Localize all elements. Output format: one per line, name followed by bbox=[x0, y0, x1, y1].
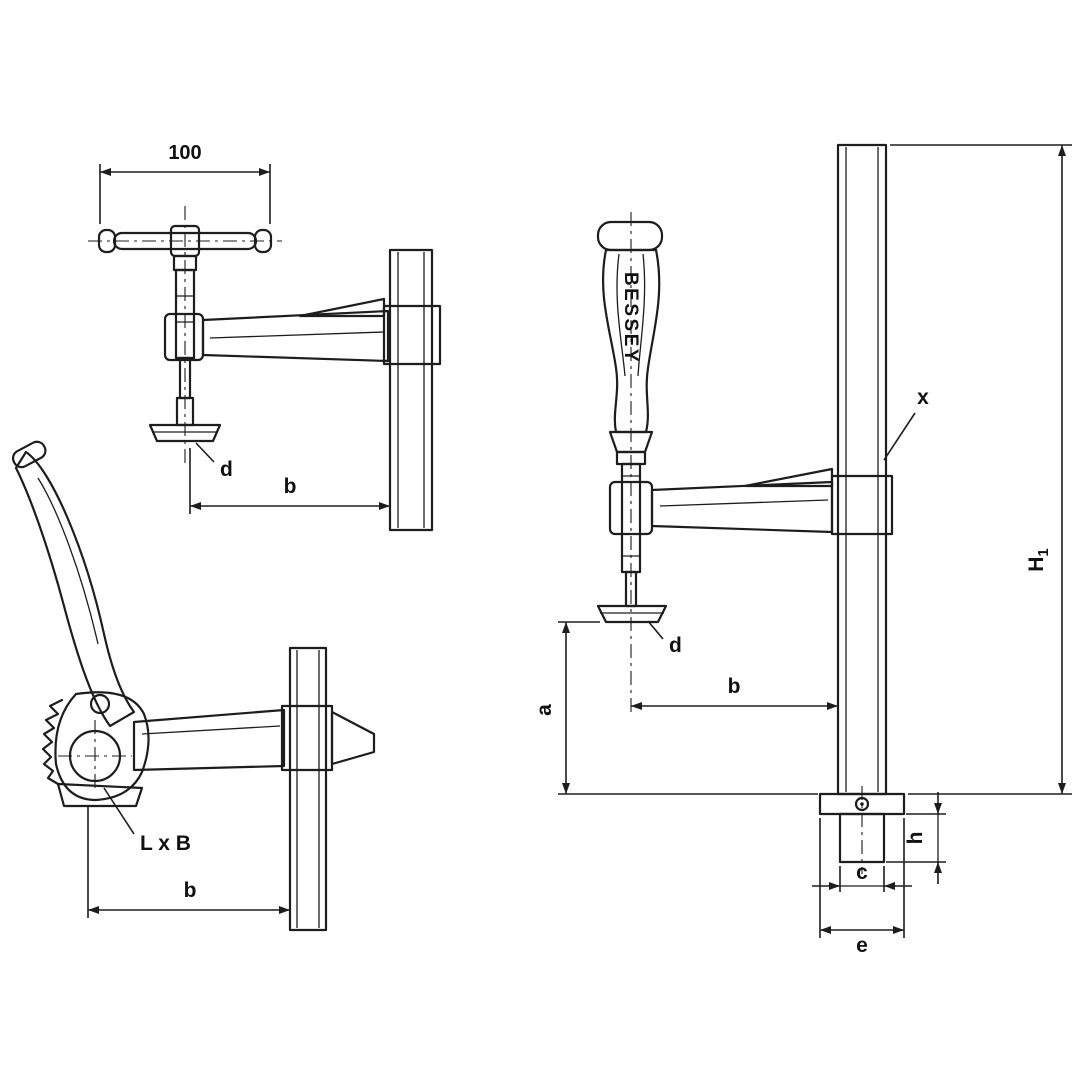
serrated-cam bbox=[41, 698, 64, 786]
lever-handle bbox=[14, 450, 136, 728]
pad-label-d-main: d bbox=[669, 634, 682, 657]
view-lever-clamp: L x B b bbox=[11, 440, 376, 932]
pad-label-d-top: d bbox=[220, 458, 233, 481]
rail-profile bbox=[288, 646, 328, 932]
dim-label-h: h bbox=[904, 832, 927, 845]
pressure-pad bbox=[596, 604, 668, 624]
pressure-pad bbox=[148, 423, 222, 443]
foot-screw-center bbox=[860, 802, 864, 806]
rail-profile bbox=[388, 248, 434, 532]
leader-line bbox=[883, 412, 916, 461]
label-lxb: L x B bbox=[140, 832, 191, 855]
dim-label-a: a bbox=[533, 704, 556, 716]
sliding-arm bbox=[201, 309, 390, 363]
dim-label-b-main: b bbox=[728, 675, 741, 698]
rail-profile bbox=[836, 143, 888, 796]
handle-cap bbox=[596, 220, 664, 252]
dim-label-b-lever: b bbox=[184, 879, 197, 902]
leader-line bbox=[103, 787, 135, 835]
view-main-clamp: BESSEY d x H1 a b bbox=[533, 143, 1072, 957]
t-handle-cap-left bbox=[97, 228, 117, 254]
lever-cap bbox=[11, 440, 47, 469]
label-x: x bbox=[917, 386, 929, 409]
dim-label-e: e bbox=[856, 934, 868, 957]
leader-line bbox=[195, 442, 215, 463]
arm-boss bbox=[163, 312, 205, 362]
dim-label-h1: H1 bbox=[1025, 548, 1052, 572]
dim-label-c: c bbox=[856, 861, 868, 884]
dim-label-b-top: b bbox=[284, 475, 297, 498]
pivot-plate bbox=[54, 691, 150, 802]
arm-wedge bbox=[330, 710, 376, 766]
view-t-handle-clamp: 100 d b bbox=[88, 142, 442, 532]
pivot-pin bbox=[89, 693, 111, 715]
rail-bracket bbox=[382, 304, 442, 366]
brand-logo: BESSEY bbox=[620, 272, 641, 364]
t-handle-cap-right bbox=[253, 228, 273, 254]
leader-line bbox=[647, 620, 664, 640]
rail-bracket bbox=[830, 474, 894, 536]
dim-label-100: 100 bbox=[168, 142, 201, 164]
foot-bracket bbox=[56, 782, 144, 808]
sliding-arm bbox=[650, 480, 834, 534]
sliding-arm bbox=[132, 708, 286, 772]
